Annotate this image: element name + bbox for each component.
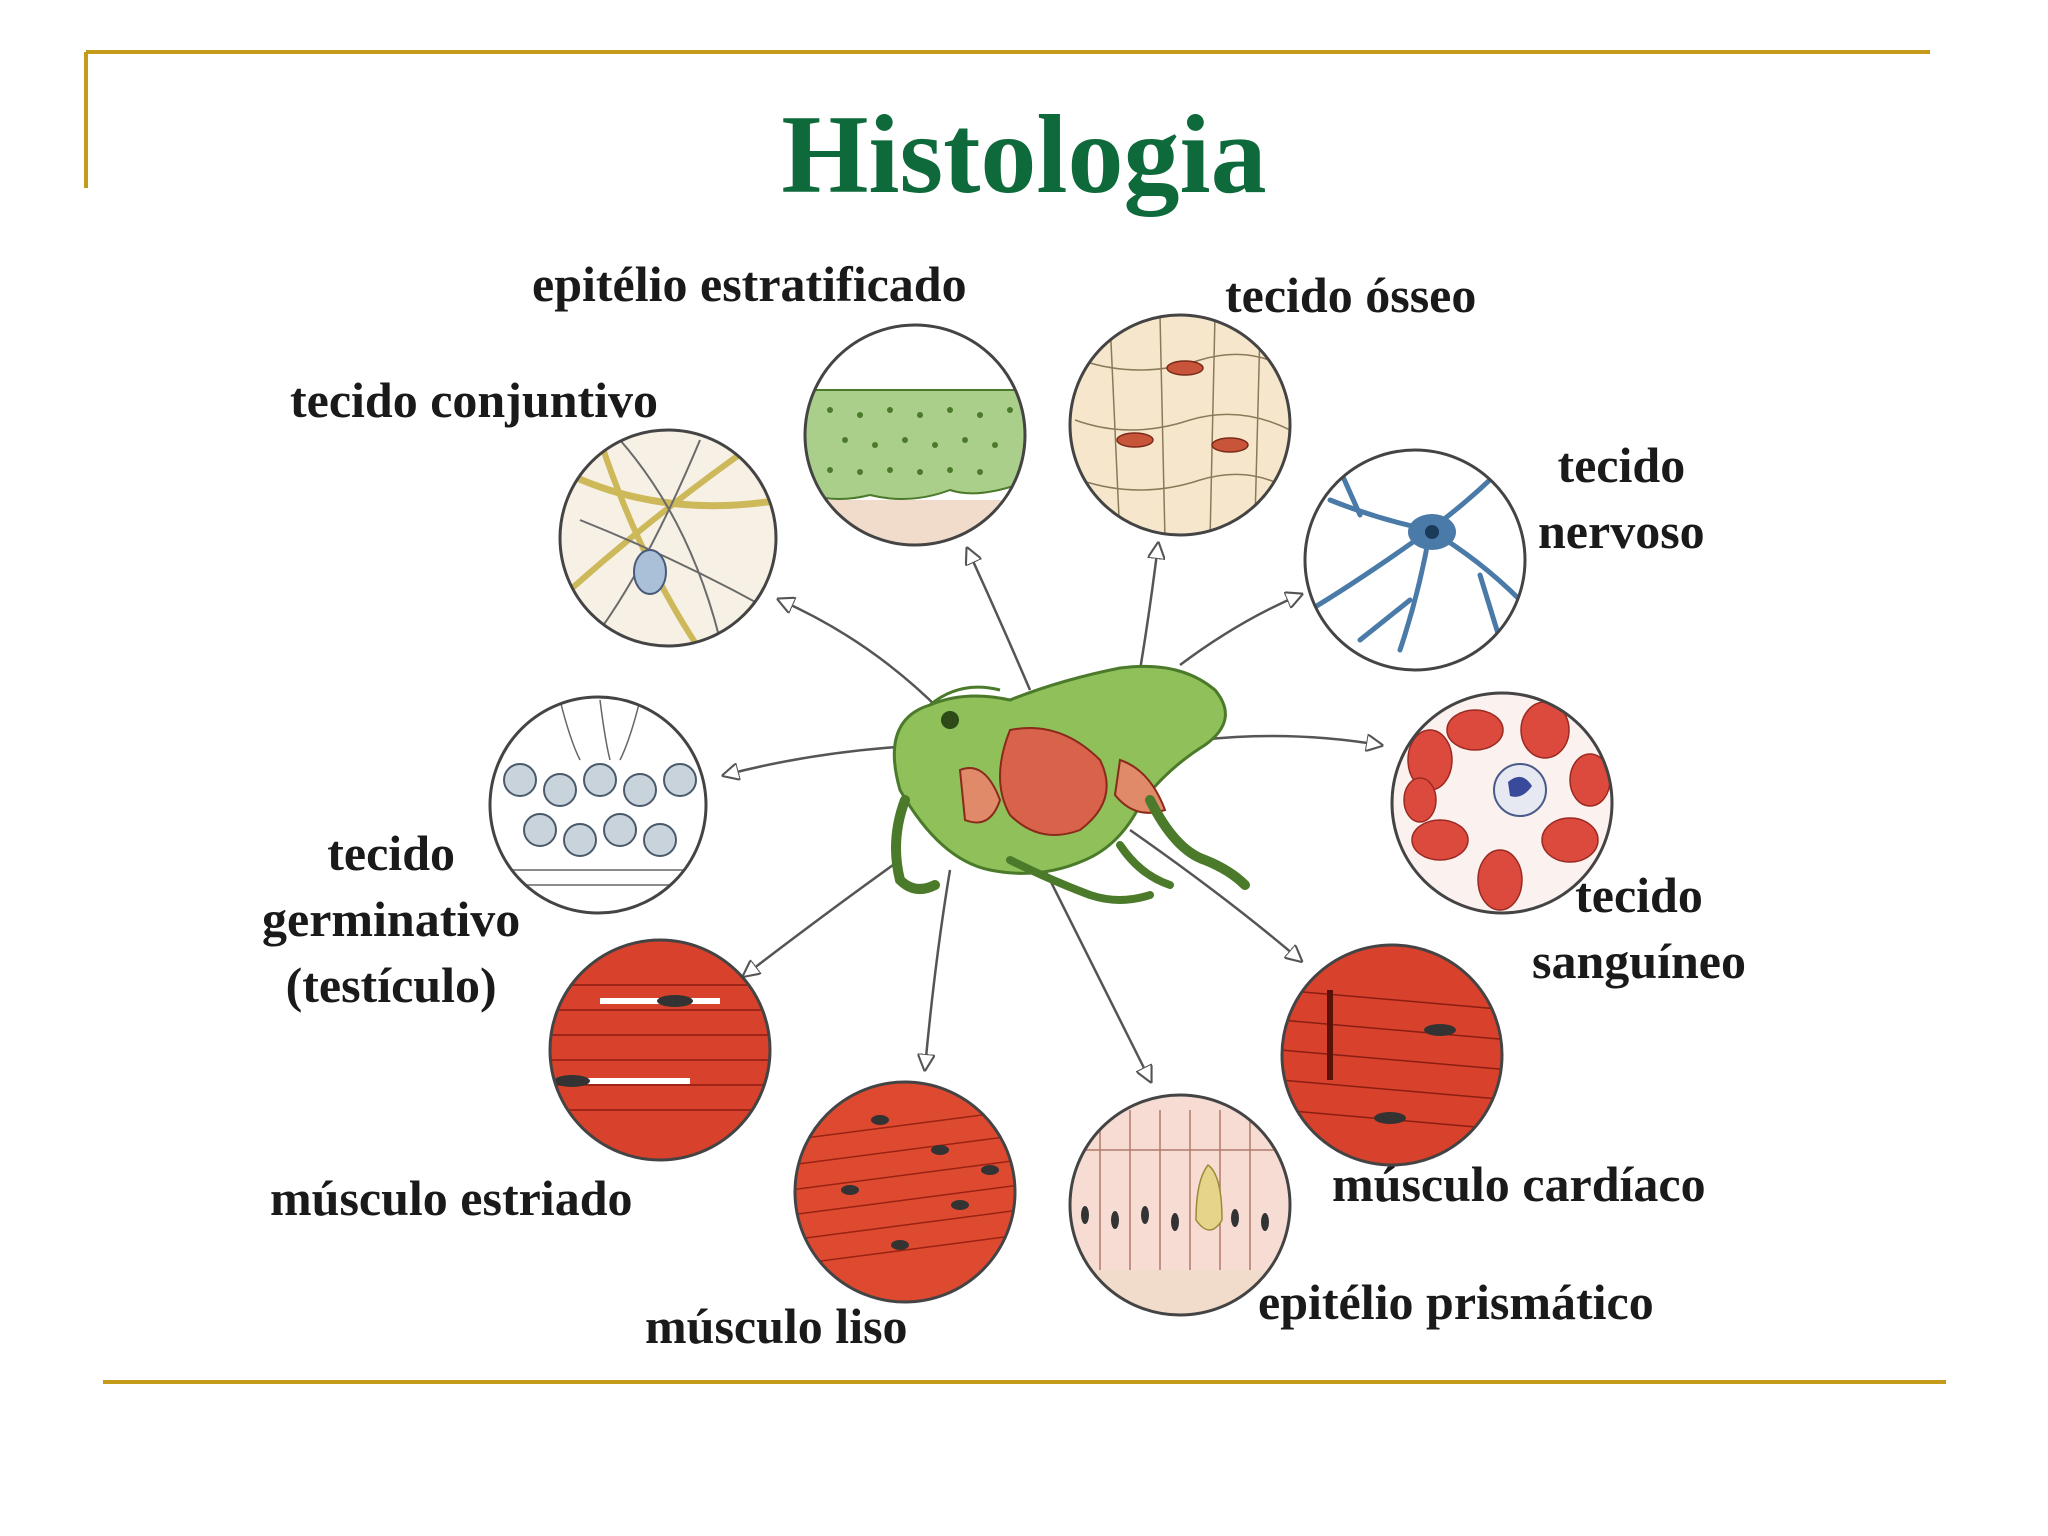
label-line: músculo liso (645, 1294, 908, 1359)
label-line: germinativo (262, 886, 520, 952)
arrow-osseo (1140, 545, 1158, 670)
circle-musculo-liso (790, 1082, 1020, 1302)
label-line: epitélio estratificado (532, 252, 967, 317)
circle-tecido-germinativo (490, 697, 710, 913)
label-tecido-nervoso: tecido nervoso (1538, 432, 1705, 564)
arrow-nervoso (1180, 595, 1300, 665)
circle-epitelio-estratificado (800, 325, 1040, 560)
page-title: Histologia (0, 88, 2048, 222)
label-musculo-cardiaco: músculo cardíaco (1332, 1152, 1706, 1217)
circle-musculo-estriado (540, 940, 780, 1160)
label-tecido-osseo: tecido ósseo (1225, 263, 1476, 328)
label-musculo-liso: músculo liso (645, 1294, 908, 1359)
circle-musculo-cardiaco (1280, 945, 1510, 1165)
label-line: tecido (1538, 432, 1705, 498)
label-tecido-germinativo: tecido germinativo (testículo) (262, 820, 520, 1018)
label-line: nervoso (1538, 498, 1705, 564)
label-line: tecido ósseo (1225, 263, 1476, 328)
label-line: tecido conjuntivo (290, 368, 658, 433)
circle-tecido-conjuntivo (560, 430, 780, 650)
label-tecido-sanguineo: tecido sanguíneo (1532, 862, 1746, 994)
label-line: (testículo) (262, 952, 520, 1018)
arrow-epitelio-estratificado (968, 550, 1030, 690)
circle-tecido-nervoso (1305, 450, 1525, 670)
frog-illustration (894, 666, 1245, 900)
arrow-cardiaco (1130, 830, 1300, 960)
arrow-conjuntivo (780, 600, 940, 710)
label-line: músculo cardíaco (1332, 1152, 1706, 1217)
arrow-liso (925, 870, 950, 1068)
label-line: tecido (1532, 862, 1746, 928)
label-line: tecido (262, 820, 520, 886)
label-musculo-estriado: músculo estriado (270, 1166, 633, 1231)
label-epitelio-estratificado: epitélio estratificado (532, 252, 967, 317)
label-line: músculo estriado (270, 1166, 633, 1231)
label-epitelio-prismatico: epitélio prismático (1258, 1270, 1654, 1335)
circle-tecido-osseo (1070, 315, 1290, 540)
label-tecido-conjuntivo: tecido conjuntivo (290, 368, 658, 433)
label-line: sanguíneo (1532, 928, 1746, 994)
arrow-sanguineo (1200, 736, 1380, 745)
label-line: epitélio prismático (1258, 1270, 1654, 1335)
arrow-estriado (745, 860, 900, 975)
